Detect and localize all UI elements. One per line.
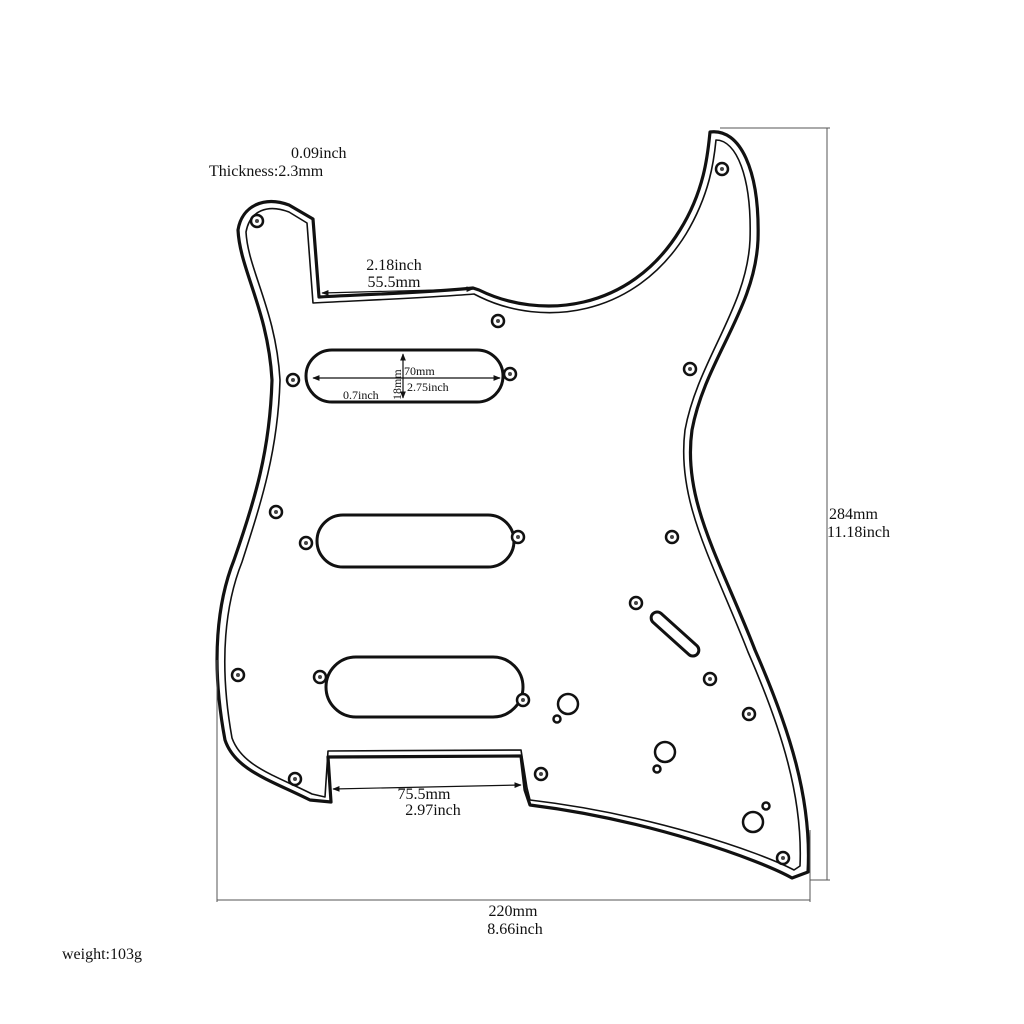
screw-hole-center-5 <box>508 372 512 376</box>
switch-slot <box>649 610 701 658</box>
screw-hole-center-11 <box>634 601 638 605</box>
pot-hole-1 <box>556 692 580 716</box>
small-hole-2 <box>652 764 662 774</box>
pickup-cutout-bridge <box>324 655 525 719</box>
small-hole-1 <box>552 714 562 724</box>
width-mm-label: 220mm <box>488 903 538 920</box>
pickguard-outer-edge <box>215 130 811 880</box>
pot-hole-2 <box>653 740 677 764</box>
height-mm-label: 284mm <box>829 506 878 523</box>
screw-hole-center-1 <box>255 219 259 223</box>
pot-hole-3 <box>741 810 765 834</box>
weight-label: weight:103g <box>62 946 142 963</box>
pickup-length-inch-label: 2.75inch <box>407 380 449 394</box>
dimension-lines <box>216 127 830 902</box>
screw-hole-center-10 <box>670 535 674 539</box>
bottom-cutout-mm-label: 75.5mm <box>397 786 451 803</box>
pickguard-outline <box>215 130 811 880</box>
screw-hole-center-7 <box>274 510 278 514</box>
arrow-lines <box>312 286 522 792</box>
screw-hole-center-12 <box>236 673 240 677</box>
bottom-cutout-arrow <box>332 782 522 792</box>
top-cutout-mm-label: 55.5mm <box>367 274 421 291</box>
screw-hole-center-9 <box>516 535 520 539</box>
screw-hole-center-18 <box>539 772 543 776</box>
top-cutout-inch-label: 2.18inch <box>366 257 422 274</box>
screw-hole-center-16 <box>747 712 751 716</box>
screw-hole-center-8 <box>304 541 308 545</box>
screw-hole-center-19 <box>781 856 785 860</box>
small-hole-3 <box>761 801 771 811</box>
height-inch-label: 11.18inch <box>827 524 890 541</box>
pickup-cutouts <box>304 348 701 719</box>
screw-hole-center-4 <box>291 378 295 382</box>
bottom-cutout-inch-label: 2.97inch <box>405 802 461 819</box>
top-cutout-arrow <box>321 286 474 296</box>
screw-hole-center-3 <box>496 319 500 323</box>
pickup-width-mm-label: 18mm <box>390 369 404 400</box>
pickup-length-mm-label: 70mm <box>404 364 435 378</box>
screw-hole-center-6 <box>688 367 692 371</box>
screw-hole-center-15 <box>521 698 525 702</box>
thickness-mm-label: Thickness:2.3mm <box>209 163 324 180</box>
pickup-width-inch-label: 0.7inch <box>343 388 379 402</box>
mounting-holes <box>230 161 791 866</box>
control-holes <box>552 692 771 834</box>
thickness-inch-label: 0.09inch <box>291 145 347 162</box>
width-inch-label: 8.66inch <box>487 921 543 938</box>
screw-hole-center-14 <box>708 677 712 681</box>
screw-hole-center-13 <box>318 675 322 679</box>
screw-hole-center-17 <box>293 777 297 781</box>
pickguard-inner-edge <box>223 139 802 871</box>
screw-hole-center-2 <box>720 167 724 171</box>
pickup-cutout-middle <box>315 513 516 569</box>
